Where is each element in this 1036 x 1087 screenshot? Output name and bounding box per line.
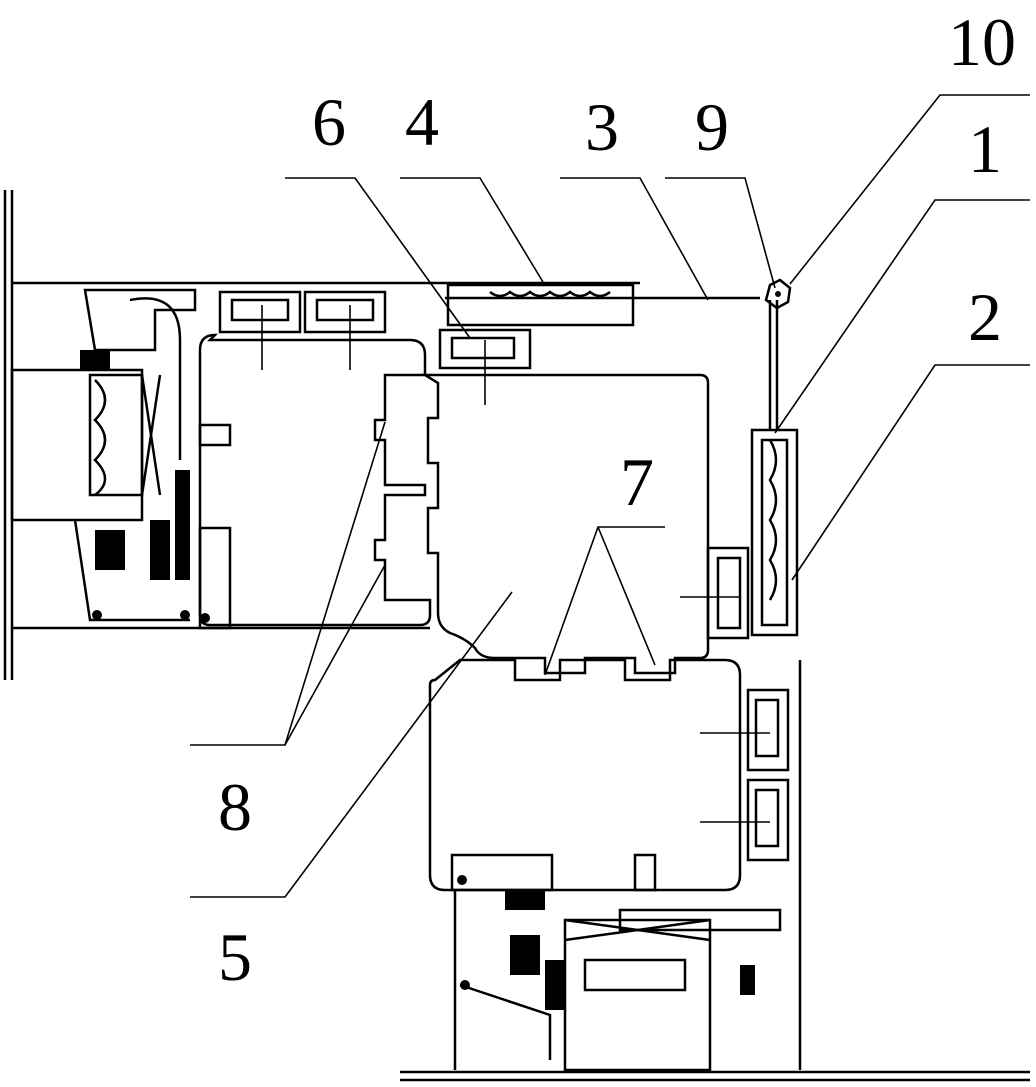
- leader-2: [791, 364, 1030, 581]
- label-7: 7: [620, 444, 654, 520]
- label-2: 2: [968, 279, 1002, 355]
- left-wall: [3, 190, 640, 680]
- corner-post: [420, 328, 710, 675]
- lower-profile: [428, 546, 790, 892]
- leader-3: [560, 177, 709, 301]
- label-8: 8: [218, 769, 252, 845]
- leader-1: [774, 199, 1030, 434]
- leader-5: [190, 591, 513, 898]
- leader-8b: [284, 564, 386, 746]
- left-profile: [198, 290, 432, 630]
- label-5: 5: [218, 919, 252, 995]
- lower-thermal-strips: [700, 688, 790, 862]
- label-3: 3: [585, 89, 619, 165]
- leader-8a: [190, 421, 386, 746]
- label-6: 6: [312, 84, 346, 160]
- leader-9: [665, 177, 776, 289]
- leader-6: [285, 177, 471, 339]
- leader-10: [789, 94, 1030, 285]
- left-glazing: [10, 288, 197, 622]
- label-10: 10: [948, 4, 1016, 80]
- label-1: 1: [968, 111, 1002, 187]
- leader-7b: [597, 526, 656, 666]
- leader-7a: [544, 526, 665, 676]
- label-4: 4: [405, 84, 439, 160]
- left-thermal-strips: [218, 290, 387, 370]
- reference-numerals: 6 4 3 9 10 1 2 7 8 5: [218, 4, 1016, 995]
- leader-4: [400, 177, 544, 283]
- bottom-glazing: [400, 660, 1030, 1082]
- leader-lines: [190, 94, 1030, 898]
- label-9: 9: [695, 89, 729, 165]
